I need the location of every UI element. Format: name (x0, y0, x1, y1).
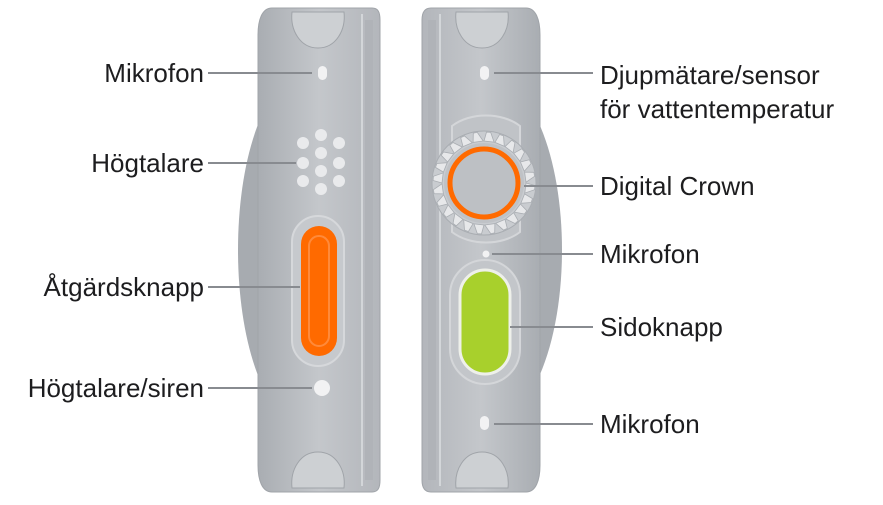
label-digital-crown: Digital Crown (600, 171, 755, 201)
crown-tooth (473, 223, 485, 235)
label-microphone-bottom: Mikrofon (600, 409, 700, 439)
crown-tooth (440, 151, 455, 163)
left-watch-side (238, 7, 381, 493)
siren-port (314, 380, 330, 396)
digital-crown (431, 130, 537, 236)
crown-tooth (504, 139, 516, 154)
crown-tooth (463, 219, 474, 232)
crown-tooth (494, 218, 508, 231)
crown-tooth (436, 193, 449, 207)
crown-tooth (513, 148, 525, 163)
action-button (301, 226, 337, 356)
crown-tooth (524, 171, 536, 183)
left-lug-bottom (291, 451, 345, 489)
right-lug-top (455, 11, 509, 49)
right-microphone-port-bottom (480, 416, 489, 430)
right-microphone-port-top (482, 250, 490, 258)
crown-tooth (443, 203, 455, 218)
crown-tooth (484, 223, 496, 235)
label-microphone-left: Mikrofon (104, 58, 204, 88)
crown-tooth (494, 134, 505, 147)
crown-tooth (520, 193, 533, 204)
crown-tooth (449, 142, 464, 154)
speaker-grille (297, 129, 345, 195)
crown-tooth (432, 183, 444, 195)
right-case-back-bulge (535, 115, 562, 385)
label-depth-gauge: Djupmätare/sensor för vattentemperatur (600, 60, 835, 124)
label-speaker: Högtalare (91, 148, 204, 178)
crown-tooth (460, 135, 474, 148)
crown-tooth (483, 131, 495, 143)
crown-tooth (504, 212, 519, 224)
crown-tooth (519, 159, 532, 173)
label-side-button: Sidoknapp (600, 312, 723, 342)
depth-sensor-port (480, 66, 489, 80)
crown-orange-ring (447, 146, 521, 220)
label-microphone-top: Mikrofon (600, 239, 700, 269)
label-speaker-siren: Högtalare/siren (27, 373, 204, 403)
left-case-back-bulge (238, 115, 262, 385)
crown-tooth (432, 172, 444, 184)
leader-lines (208, 72, 593, 425)
left-lug-top (291, 11, 345, 49)
right-lug-bottom (455, 451, 509, 489)
side-button (458, 268, 512, 376)
crown-tooth (452, 212, 464, 227)
crown-tooth (513, 203, 528, 215)
crown-tooth (472, 131, 484, 143)
left-microphone-port (318, 66, 327, 80)
crown-tooth (435, 162, 448, 173)
right-watch-side (421, 7, 562, 493)
label-action-button: Åtgärdsknapp (43, 272, 204, 302)
